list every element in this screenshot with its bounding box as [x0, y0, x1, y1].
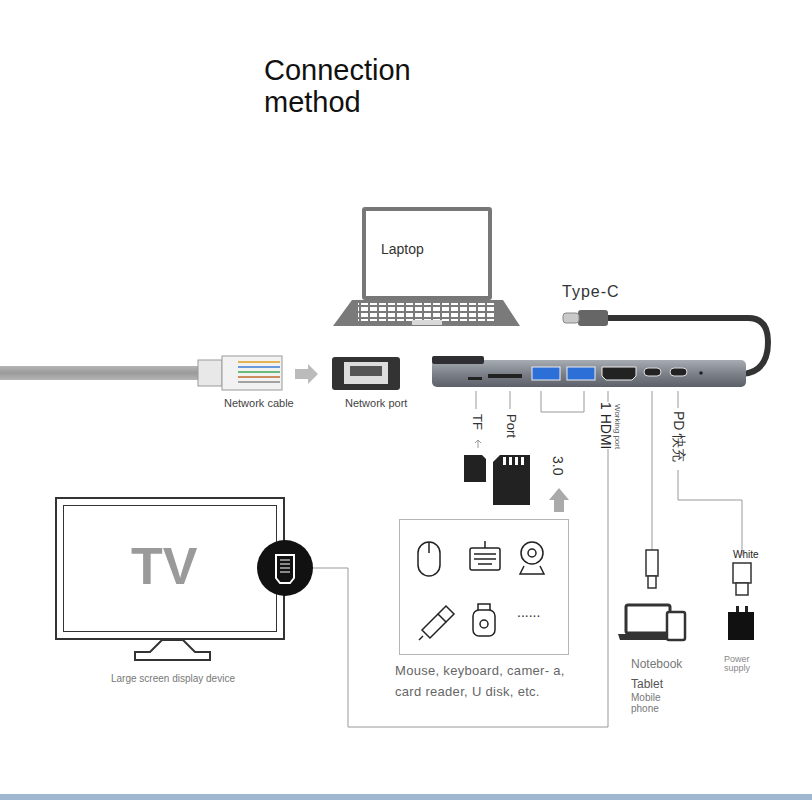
- device-label: Mobile phone: [631, 693, 673, 714]
- laptop-base: [333, 300, 520, 326]
- note-label: Working port: [613, 404, 622, 449]
- small-arrow: [475, 440, 481, 448]
- ellipsis: ......: [517, 604, 540, 620]
- tf-card: [464, 455, 486, 482]
- tv-screen: TV: [55, 497, 285, 640]
- laptop-keyboard: [358, 303, 496, 321]
- devices-icon: [618, 605, 685, 640]
- usb-c-port: [644, 368, 661, 376]
- laptop-screen: Laptop: [362, 207, 492, 300]
- port-label: 1 HDMI: [598, 402, 614, 449]
- device-label: Notebook: [631, 658, 682, 672]
- leader-lines: [312, 391, 742, 727]
- sd-slot: [488, 374, 522, 378]
- usb-hub: [432, 360, 746, 387]
- hub-ethernet-end: [432, 356, 484, 364]
- tf-slot: [468, 377, 482, 380]
- device-label: Large screen display device: [111, 673, 235, 685]
- color-label: White: [733, 549, 759, 561]
- port-label: PD 快充: [671, 411, 687, 462]
- port-label: TF: [469, 414, 484, 430]
- usb-c-tip: [563, 313, 579, 323]
- device-label: Power supply: [724, 655, 764, 674]
- usb-c-port: [670, 368, 687, 376]
- part-label: Network cable: [224, 397, 294, 410]
- power-adapter: [728, 606, 754, 640]
- sd-card: [493, 455, 530, 505]
- usb-c-plug-device: [646, 550, 658, 588]
- device-label: Laptop: [381, 241, 424, 257]
- peripheral-icons: [418, 541, 544, 640]
- hdmi-port: [602, 367, 636, 380]
- peripheral-box: ......Mouse, keyboard, camer- a, card re…: [399, 519, 569, 655]
- insert-arrow: [295, 364, 318, 384]
- up-arrow: [549, 488, 569, 512]
- laptop-touchpad: [412, 320, 442, 325]
- usb-port: [567, 367, 595, 380]
- rj45-plug: [198, 356, 282, 390]
- port-label: Type-C: [562, 283, 620, 301]
- device-label: Tablet: [631, 678, 663, 692]
- network-port: [332, 357, 400, 390]
- port-label: 3.0: [550, 456, 566, 475]
- led: [699, 371, 703, 375]
- caption-note: Mouse, keyboard, camer- a, card reader, …: [395, 660, 571, 702]
- network-cable: [0, 366, 200, 380]
- part-label: Network port: [345, 397, 407, 410]
- title: Connection method: [264, 54, 449, 118]
- bottom-bar: [0, 794, 812, 800]
- usb-c-plug: [578, 310, 608, 326]
- tv-stand: [135, 640, 210, 660]
- usb-port: [532, 367, 560, 380]
- usb-a-plug: [733, 563, 751, 595]
- tv-label: TV: [131, 537, 197, 597]
- port-label: Port: [503, 414, 518, 438]
